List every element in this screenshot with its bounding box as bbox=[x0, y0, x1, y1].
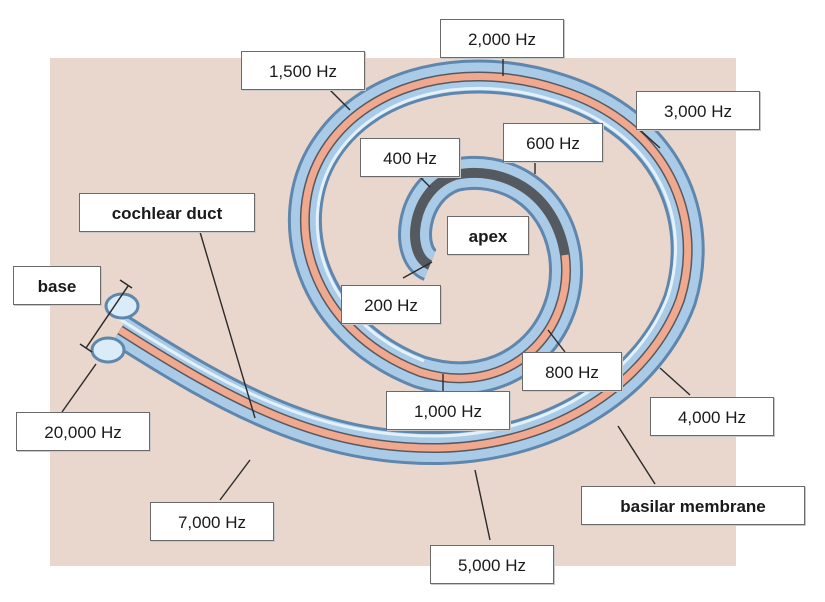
leader-400 bbox=[419, 176, 431, 188]
cochlea-tube bbox=[110, 59, 705, 466]
label-200-hz: 200 Hz bbox=[341, 285, 441, 324]
leader-20000 bbox=[61, 363, 97, 413]
leader-lines bbox=[61, 58, 691, 541]
leader-200 bbox=[402, 261, 433, 279]
label-20000-hz: 20,000 Hz bbox=[16, 412, 150, 451]
label-base: base bbox=[13, 266, 101, 305]
label-5000-hz: 5,000 Hz bbox=[430, 545, 554, 584]
basilar-membrane-salmon bbox=[118, 73, 692, 452]
base-bracket bbox=[79, 279, 133, 353]
base-openings bbox=[90, 292, 140, 364]
label-4000-hz: 4,000 Hz bbox=[650, 397, 774, 436]
label-apex: apex bbox=[447, 216, 529, 255]
label-7000-hz: 7,000 Hz bbox=[150, 502, 274, 541]
leader-3000 bbox=[639, 129, 661, 149]
label-800-hz: 800 Hz bbox=[522, 352, 622, 391]
leader-basilar-membrane bbox=[617, 425, 656, 485]
label-3000-hz: 3,000 Hz bbox=[636, 91, 760, 130]
tube-highlight bbox=[117, 86, 677, 438]
label-2000-hz: 2,000 Hz bbox=[440, 19, 564, 58]
label-600-hz: 600 Hz bbox=[503, 123, 603, 162]
leader-5000 bbox=[474, 469, 491, 541]
label-cochlear-duct: cochlear duct bbox=[79, 193, 255, 232]
leader-1500 bbox=[329, 89, 351, 111]
leader-800 bbox=[547, 329, 566, 353]
label-1500-hz: 1,500 Hz bbox=[241, 51, 365, 90]
label-basilar-membrane: basilar membrane bbox=[581, 486, 805, 525]
leader-7000 bbox=[219, 459, 251, 501]
label-400-hz: 400 Hz bbox=[360, 138, 460, 177]
label-1000-hz: 1,000 Hz bbox=[386, 391, 510, 430]
leader-cochlear-duct bbox=[199, 231, 256, 419]
leader-4000 bbox=[659, 367, 691, 396]
